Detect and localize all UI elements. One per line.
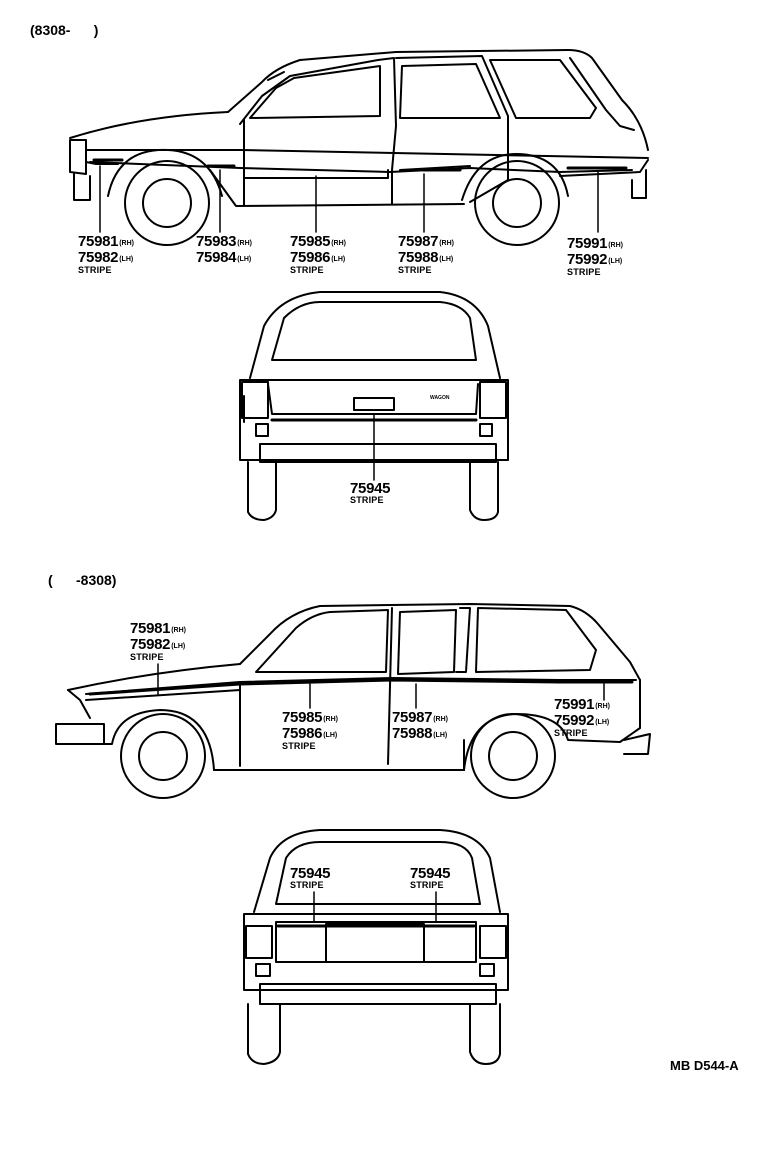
part-description: STRIPE <box>398 265 432 275</box>
part-number: 75982 <box>78 249 119 266</box>
side-marker: (LH) <box>608 258 623 265</box>
side-marker: (LH) <box>171 643 186 650</box>
part-number: 75982 <box>130 636 171 653</box>
part-number: 75981 <box>130 620 171 637</box>
side-marker: (RH) <box>595 703 610 710</box>
part-number: 75981 <box>78 233 119 250</box>
part-number: 75988 <box>398 249 439 266</box>
part-description: STRIPE <box>554 728 588 738</box>
bottom-side-view <box>55 603 651 799</box>
side-marker: (RH) <box>439 240 454 247</box>
side-marker: (LH) <box>323 732 338 739</box>
part-number: 75991 <box>554 696 595 713</box>
part-description: STRIPE <box>282 741 316 751</box>
label-group-75987-top: 75987(RH) 75988(LH) STRIPE <box>398 234 454 275</box>
bottom-rear-view <box>243 829 509 1065</box>
part-description: STRIPE <box>290 265 324 275</box>
label-group-75981-top: 75981(RH) 75982(LH) STRIPE <box>78 234 134 275</box>
diagram-reference-code: MB D544-A <box>670 1058 739 1073</box>
label-group-75983-top: 75983(RH) 75984(LH) <box>196 234 252 266</box>
part-number: 75945 <box>350 480 391 497</box>
part-description: STRIPE <box>410 880 444 890</box>
wagon-emblem: WAGON <box>430 395 450 401</box>
part-number: 75992 <box>567 251 608 268</box>
label-group-75945-bottom-rear-right: 75945 STRIPE <box>410 865 451 890</box>
label-group-75987-bottom: 75987(RH) 75988(LH) <box>392 710 448 742</box>
part-number: 75983 <box>196 233 237 250</box>
label-group-75991-top: 75991(RH) 75992(LH) STRIPE <box>567 236 623 277</box>
part-number: 75988 <box>392 725 433 742</box>
label-group-75981-bottom: 75981(RH) 75982(LH) STRIPE <box>130 621 186 662</box>
side-marker: (RH) <box>608 242 623 249</box>
part-number: 75984 <box>196 249 237 266</box>
part-description: STRIPE <box>350 495 384 505</box>
section-header-bottom: ( -8308) <box>48 572 117 588</box>
section-header-top: (8308- ) <box>30 22 99 38</box>
side-marker: (RH) <box>433 716 448 723</box>
side-marker: (RH) <box>237 240 252 247</box>
part-number: 75987 <box>392 709 433 726</box>
part-number: 75945 <box>410 865 451 882</box>
part-number: 75985 <box>290 233 331 250</box>
label-group-75945-top-rear: 75945 STRIPE <box>350 480 391 505</box>
label-group-75991-bottom: 75991(RH) 75992(LH) STRIPE <box>554 697 610 738</box>
top-side-view <box>69 49 649 246</box>
label-group-75985-top: 75985(RH) 75986(LH) STRIPE <box>290 234 346 275</box>
part-number: 75986 <box>290 249 331 266</box>
part-number: 75945 <box>290 865 331 882</box>
part-description: STRIPE <box>78 265 112 275</box>
part-number: 75986 <box>282 725 323 742</box>
side-marker: (RH) <box>331 240 346 247</box>
part-number: 75985 <box>282 709 323 726</box>
part-description: STRIPE <box>290 880 324 890</box>
part-description: STRIPE <box>130 652 164 662</box>
side-marker: (LH) <box>439 256 454 263</box>
side-marker: (LH) <box>237 256 252 263</box>
side-marker: (LH) <box>331 256 346 263</box>
part-number: 75987 <box>398 233 439 250</box>
part-number: 75992 <box>554 712 595 729</box>
label-group-75985-bottom: 75985(RH) 75986(LH) STRIPE <box>282 710 338 751</box>
side-marker: (LH) <box>433 732 448 739</box>
label-group-75945-bottom-rear-left: 75945 STRIPE <box>290 865 331 890</box>
side-marker: (RH) <box>323 716 338 723</box>
side-marker: (RH) <box>119 240 134 247</box>
part-number: 75991 <box>567 235 608 252</box>
side-marker: (LH) <box>595 719 610 726</box>
top-rear-view <box>239 291 509 521</box>
part-description: STRIPE <box>567 267 601 277</box>
side-marker: (RH) <box>171 627 186 634</box>
side-marker: (LH) <box>119 256 134 263</box>
